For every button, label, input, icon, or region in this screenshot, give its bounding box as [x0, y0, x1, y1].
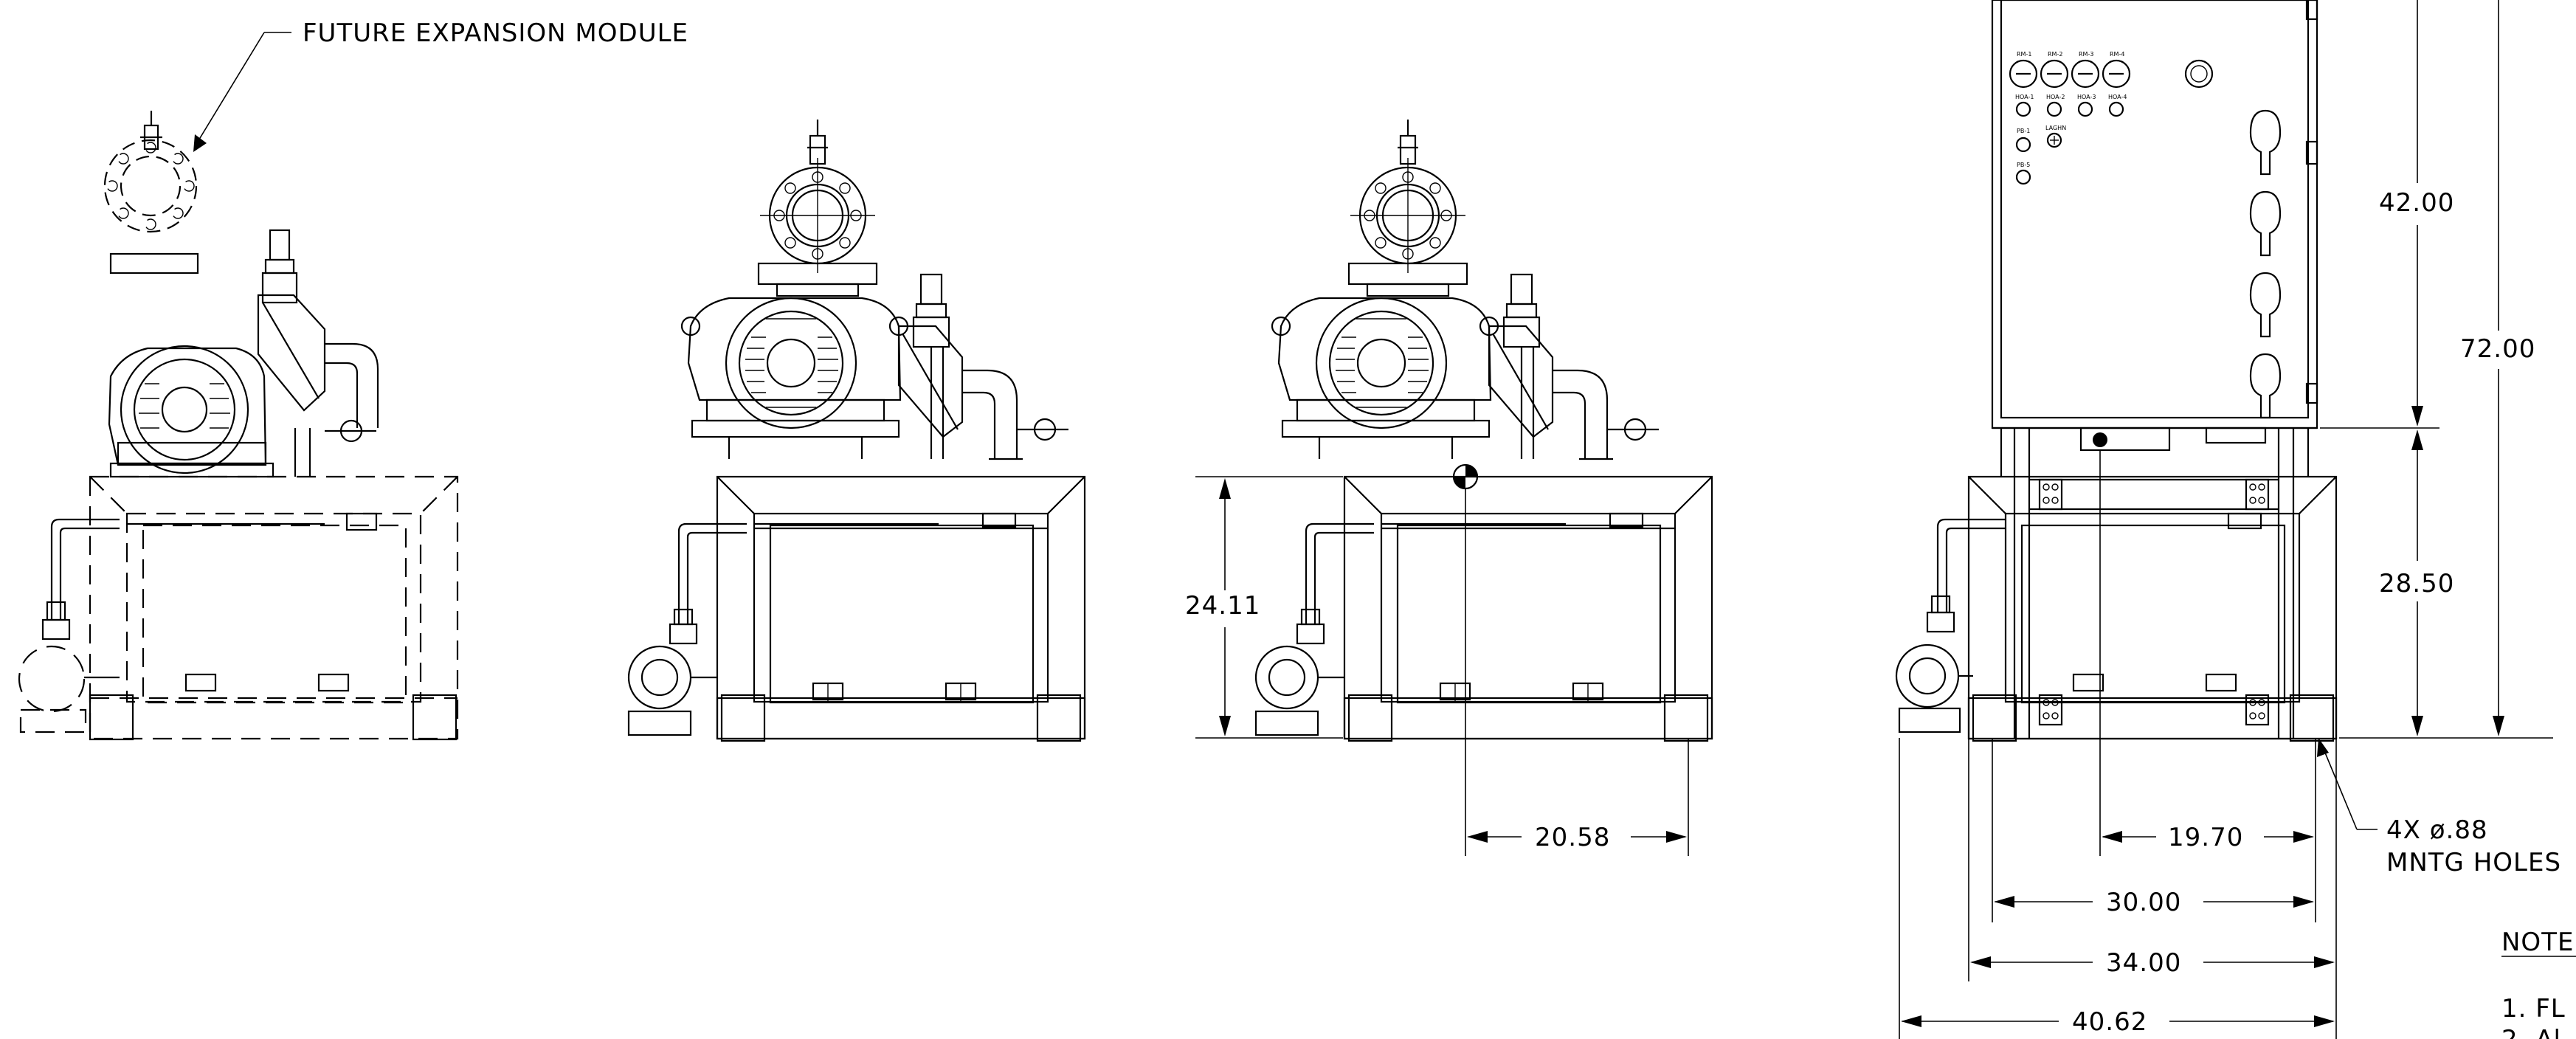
note-item-1: 1. FL — [2501, 994, 2566, 1024]
panel-label-laghn: LAGHN — [2045, 125, 2066, 131]
mounting-holes-label: MNTG HOLES — [2386, 848, 2561, 877]
panel-label-rm4: RM-4 — [2110, 51, 2124, 58]
dim-frame-height: 24.11 — [1185, 591, 1260, 621]
panel-label-hoa2: HOA-2 — [2046, 94, 2065, 100]
panel-meters — [2009, 59, 2131, 89]
view-future-expansion: FUTURE EXPANSION MODULE — [18, 18, 688, 741]
disconnect-handles — [2249, 109, 2282, 419]
panel-label-hoa3: HOA-3 — [2077, 94, 2096, 100]
note-item-2: 2. Al — [2501, 1025, 2561, 1039]
panel-label-rm1: RM-1 — [2017, 51, 2031, 58]
future-expansion-label: FUTURE EXPANSION MODULE — [303, 18, 688, 48]
panel-label-pb5: PB-5 — [2017, 162, 2030, 168]
panel-label-pb1: PB-1 — [2017, 128, 2030, 134]
mounting-holes-qty: 4X ø.88 — [2386, 815, 2488, 845]
dim-overall-height: 72.00 — [2460, 334, 2535, 364]
dim-cg-offset-side: 20.58 — [1535, 823, 1610, 852]
dim-cg-offset-front: 19.70 — [2168, 823, 2243, 852]
panel-label-hoa4: HOA-4 — [2108, 94, 2127, 100]
panel-label-hoa1: HOA-1 — [2015, 94, 2034, 100]
view-pump-side-b: 24.11 20.58 — [1185, 118, 1713, 856]
panel-label-rm3: RM-3 — [2079, 51, 2093, 58]
dim-skid-height: 28.50 — [2379, 569, 2454, 598]
notes-heading: NOTE: — [2501, 928, 2576, 957]
dim-panel-height: 42.00 — [2379, 188, 2454, 218]
dim-hole-spacing: 30.00 — [2106, 888, 2181, 917]
dim-frame-width: 34.00 — [2106, 948, 2181, 978]
view-front-with-panel: RM-1 RM-2 RM-3 RM-4 HOA-1 HOA-2 HOA-3 HO… — [1895, 0, 2576, 1039]
panel-label-rm2: RM-2 — [2048, 51, 2062, 58]
dim-overall-width: 40.62 — [2072, 1007, 2147, 1037]
view-pump-side-a — [627, 118, 1086, 742]
